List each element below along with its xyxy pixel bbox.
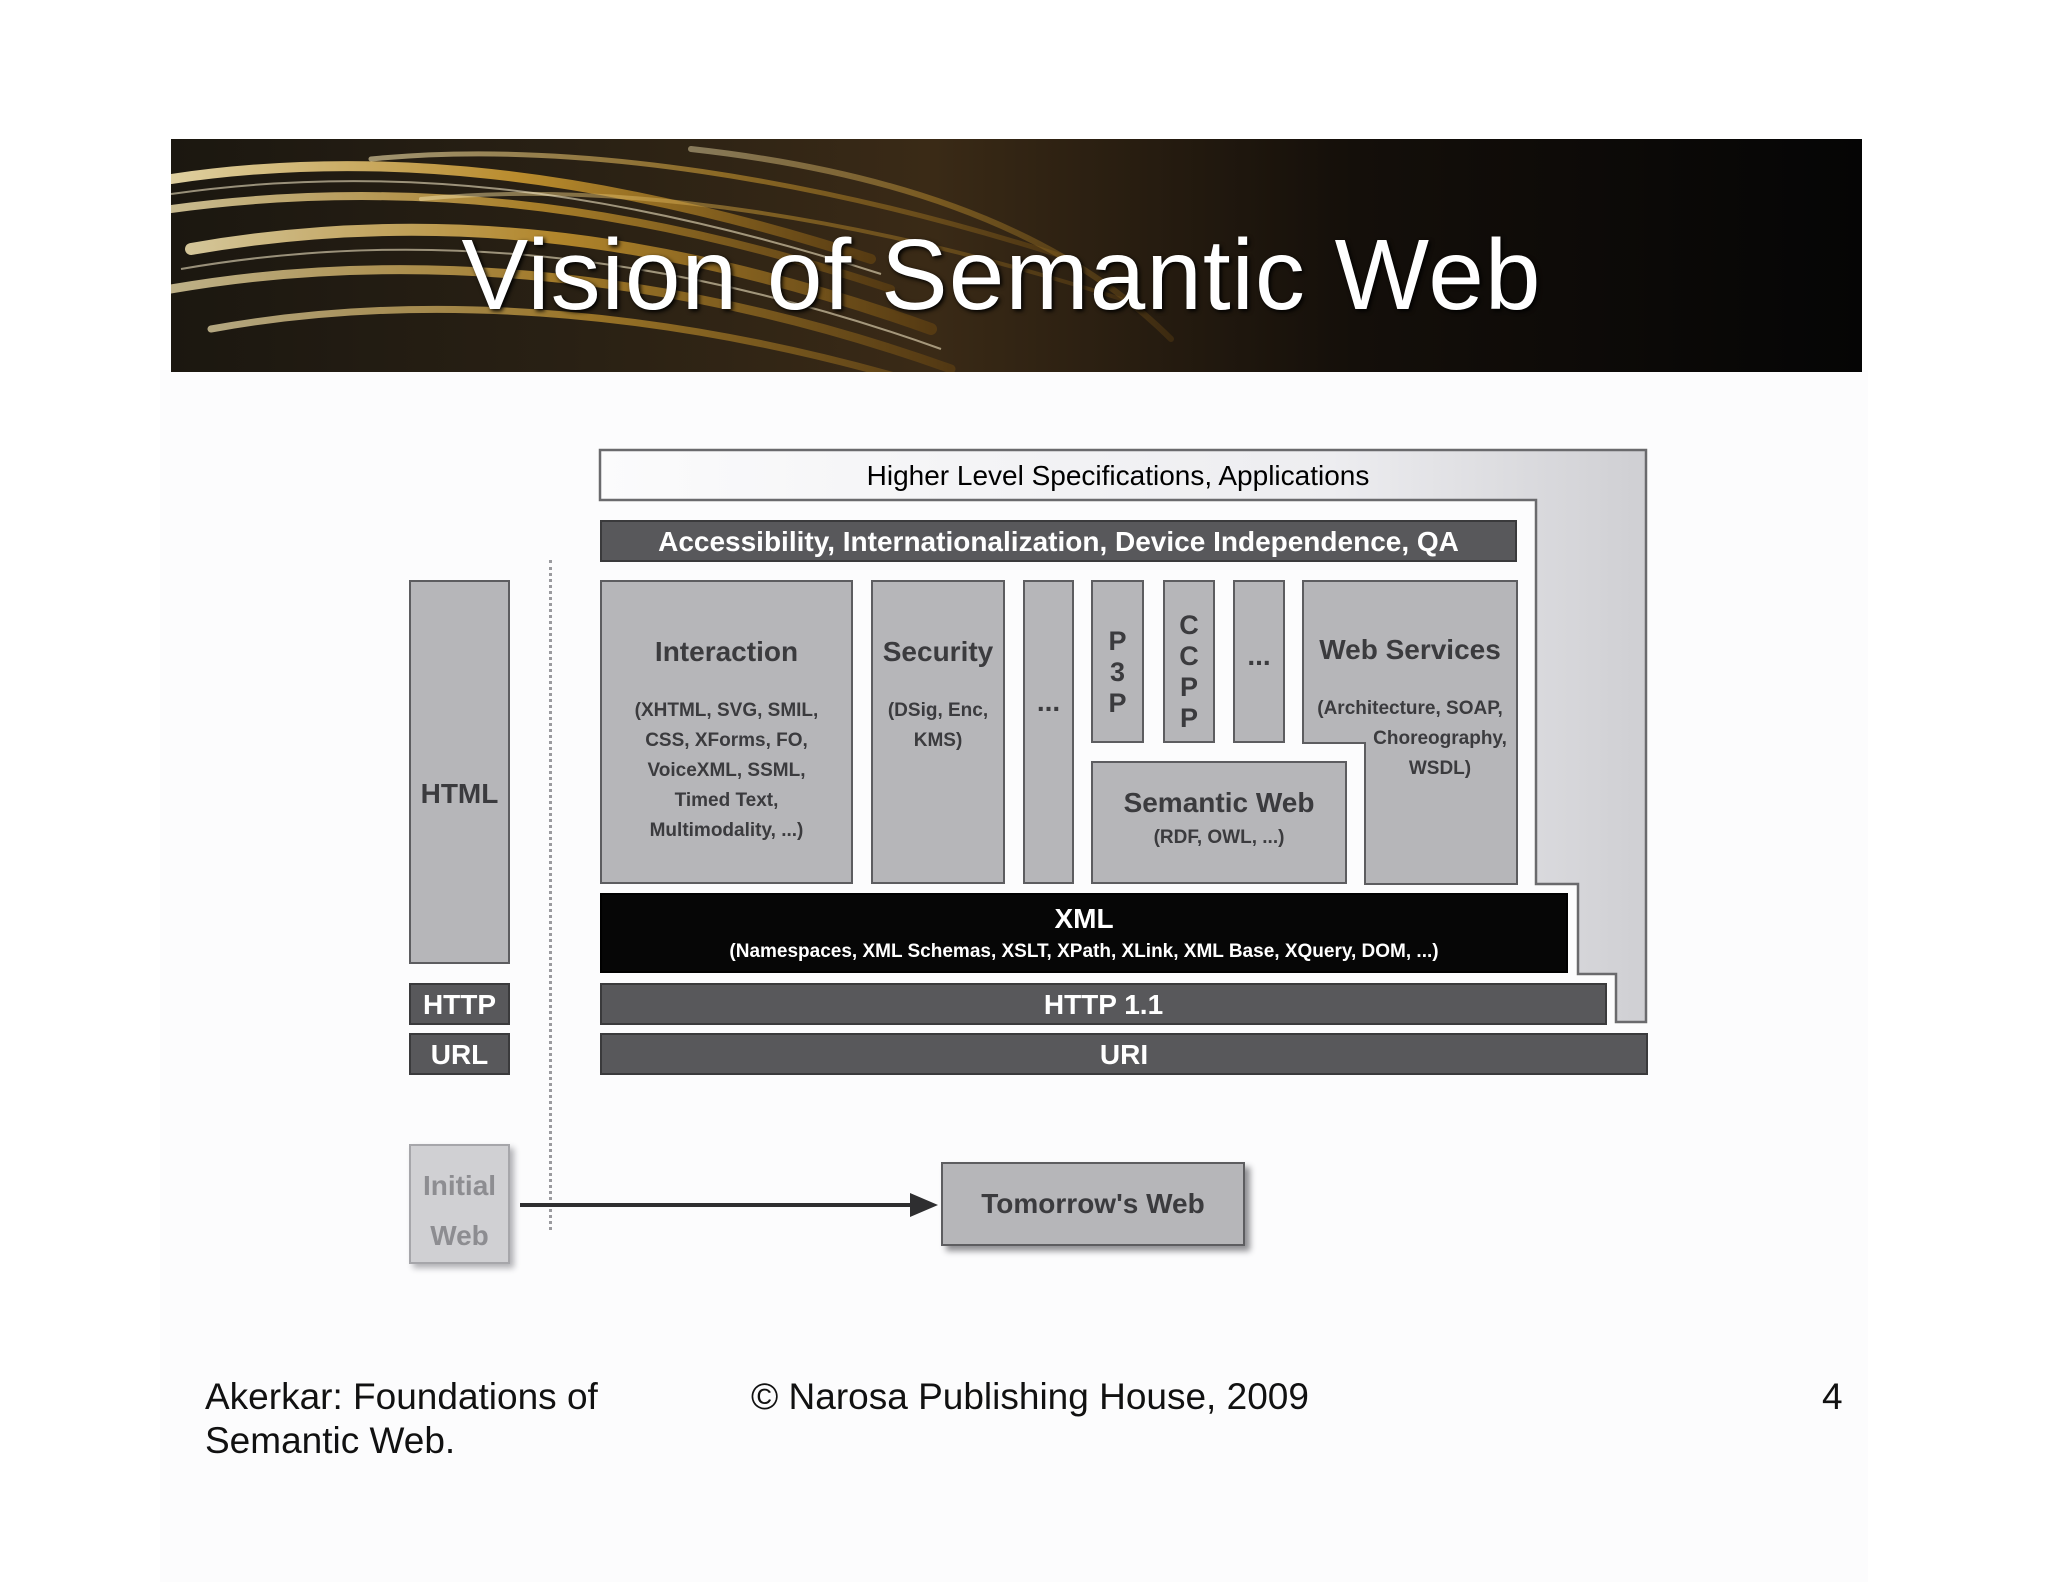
ellipsis-box-1: ... bbox=[1023, 580, 1074, 884]
page-number: 4 bbox=[1822, 1376, 1843, 1417]
interaction-box: Interaction (XHTML, SVG, SMIL, CSS, XFor… bbox=[600, 580, 853, 884]
initial-web-box: Initial Web bbox=[409, 1144, 510, 1264]
http11-bar: HTTP 1.1 bbox=[600, 983, 1607, 1025]
initial-web-line-1: Initial bbox=[422, 1170, 497, 1201]
uri-bar: URI bbox=[600, 1033, 1648, 1075]
web-services-line-3: WSDL) bbox=[1408, 758, 1472, 779]
ellipsis-label-2: ... bbox=[1247, 640, 1271, 671]
security-title: Security bbox=[882, 636, 994, 667]
tomorrows-web-box: Tomorrow's Web bbox=[941, 1162, 1245, 1246]
title-banner: Vision of Semantic Web bbox=[171, 139, 1862, 372]
interaction-line-3: VoiceXML, SSML, bbox=[647, 760, 806, 781]
higher-level-label: Higher Level Specifications, Application… bbox=[866, 460, 1370, 491]
semantic-web-box: Semantic Web (RDF, OWL, ...) bbox=[1091, 761, 1347, 884]
xml-bar: XML (Namespaces, XML Schemas, XSLT, XPat… bbox=[600, 893, 1568, 973]
ellipsis-box-2: ... bbox=[1233, 580, 1285, 743]
interaction-line-2: CSS, XForms, FO, bbox=[645, 730, 808, 751]
http-label: HTTP bbox=[422, 989, 497, 1020]
security-box: Security (DSig, Enc, KMS) bbox=[871, 580, 1005, 884]
tomorrows-web-label: Tomorrow's Web bbox=[981, 1188, 1205, 1219]
web-services-line-2: Choreography, bbox=[1373, 728, 1507, 749]
interaction-title: Interaction bbox=[654, 636, 799, 667]
footer-citation-line-1: Akerkar: Foundations of bbox=[205, 1376, 598, 1417]
xml-sub: (Namespaces, XML Schemas, XSLT, XPath, X… bbox=[729, 941, 1439, 962]
accessibility-label: Accessibility, Internationalization, Dev… bbox=[658, 526, 1459, 557]
higher-level-shape bbox=[598, 448, 1648, 1024]
dotted-separator bbox=[549, 560, 552, 1230]
security-line-2: KMS) bbox=[913, 730, 963, 751]
xml-title: XML bbox=[1054, 903, 1114, 934]
banner-swirl-graphic bbox=[171, 146, 1174, 372]
security-line-1: (DSig, Enc, bbox=[887, 700, 989, 721]
html-label: HTML bbox=[420, 778, 499, 809]
ellipsis-label-1: ... bbox=[1036, 686, 1061, 717]
ccpp-label: C C P P bbox=[1179, 610, 1199, 733]
initial-web-line-2: Web bbox=[430, 1220, 489, 1251]
uri-label: URI bbox=[1099, 1039, 1149, 1070]
footer-citation: Akerkar: Foundations of Semantic Web. bbox=[205, 1375, 598, 1463]
interaction-line-5: Multimodality, ...) bbox=[649, 820, 804, 841]
html-box: HTML bbox=[409, 580, 510, 964]
semantic-web-title: Semantic Web bbox=[1123, 787, 1315, 818]
footer-citation-line-2: Semantic Web. bbox=[205, 1420, 456, 1461]
footer-copyright: © Narosa Publishing House, 2009 bbox=[751, 1376, 1309, 1417]
accessibility-bar: Accessibility, Internationalization, Dev… bbox=[600, 520, 1517, 562]
p3p-label: P 3 P bbox=[1108, 626, 1127, 718]
interaction-line-4: Timed Text, bbox=[674, 790, 779, 811]
p3p-box: P 3 P bbox=[1091, 580, 1144, 743]
semantic-web-sub: (RDF, OWL, ...) bbox=[1153, 827, 1285, 848]
url-label: URL bbox=[430, 1039, 489, 1070]
url-box: URL bbox=[409, 1033, 510, 1075]
web-services-line-1: (Architecture, SOAP, bbox=[1317, 698, 1503, 719]
http11-label: HTTP 1.1 bbox=[1043, 989, 1164, 1020]
http-box: HTTP bbox=[409, 983, 510, 1025]
arrow-initial-to-tomorrow bbox=[520, 1193, 938, 1217]
web-services-title: Web Services bbox=[1319, 634, 1501, 665]
slide-title: Vision of Semantic Web bbox=[461, 219, 1542, 331]
ccpp-box: C C P P bbox=[1163, 580, 1215, 743]
interaction-line-1: (XHTML, SVG, SMIL, bbox=[634, 700, 819, 721]
web-services-box bbox=[1302, 580, 1518, 885]
